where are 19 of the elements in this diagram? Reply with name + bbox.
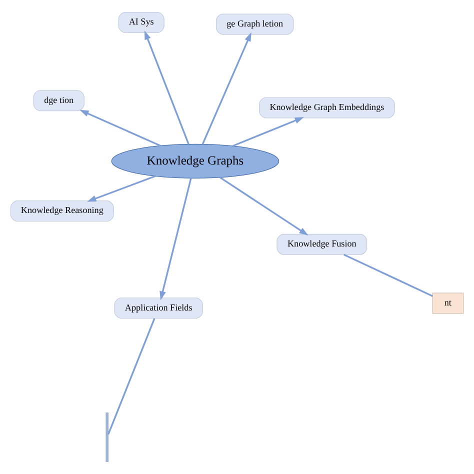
arrow — [232, 117, 304, 147]
connector — [344, 254, 433, 297]
arrow — [202, 32, 252, 144]
node-box: Knowledge Reasoning — [10, 200, 114, 222]
arrow — [219, 176, 308, 236]
connector — [108, 318, 156, 435]
node-box: AI Sys — [118, 12, 164, 34]
arrow — [80, 110, 161, 147]
node-box: Application Fields — [114, 298, 203, 319]
arrow — [87, 175, 156, 202]
node-box: nt — [432, 292, 464, 314]
node-box: dge tion — [33, 90, 84, 112]
arrow — [160, 178, 192, 300]
node-ellipse: Knowledge Graphs — [111, 144, 280, 178]
node-bar — [106, 412, 109, 462]
node-box: Knowledge Graph Embeddings — [259, 97, 395, 118]
arrow — [144, 30, 190, 144]
node-box: ge Graph letion — [216, 14, 294, 35]
node-box: Knowledge Fusion — [276, 234, 368, 255]
